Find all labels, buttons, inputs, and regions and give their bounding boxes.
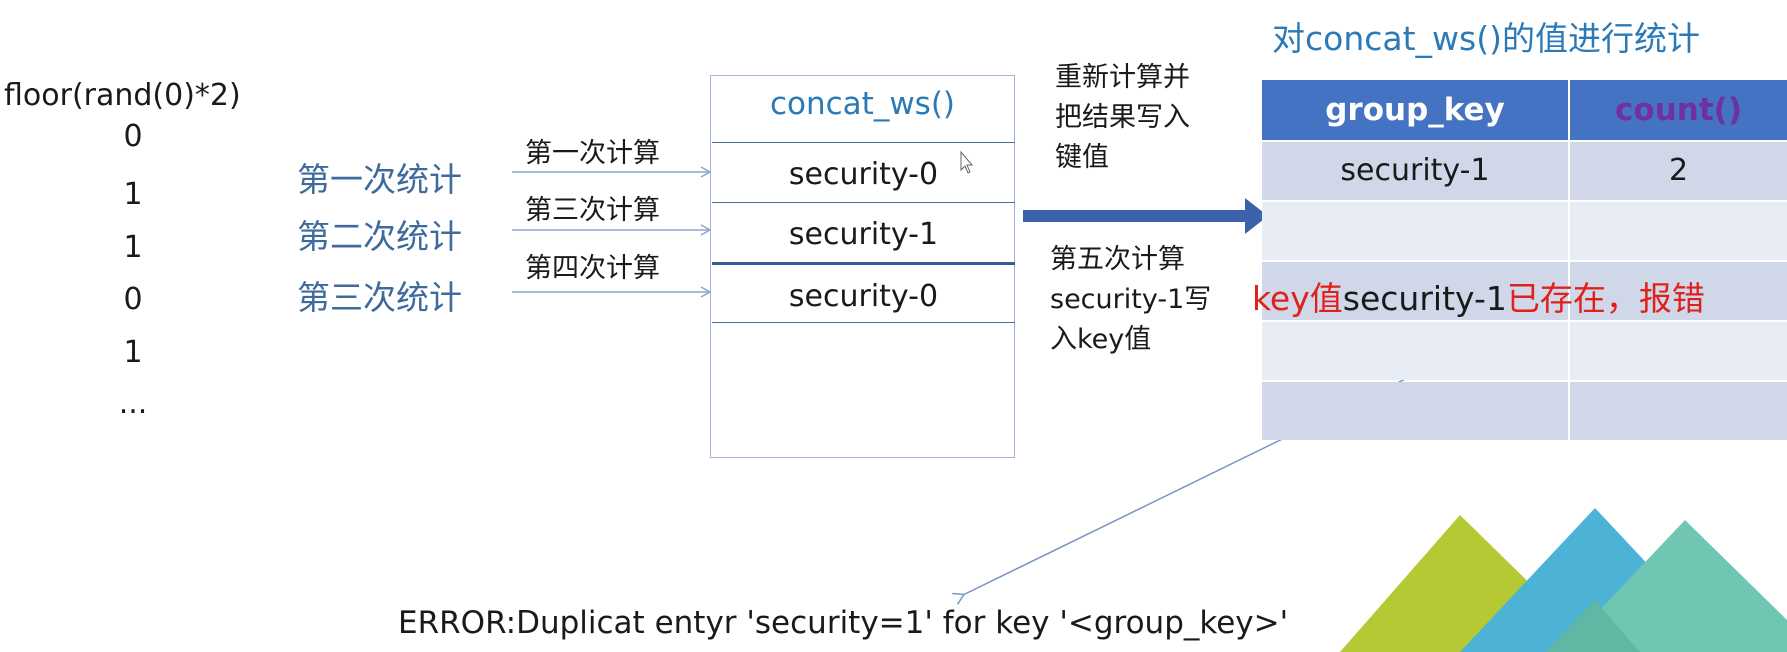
key-error-key: security-1: [1342, 279, 1507, 318]
concat-row-text: security-0: [788, 279, 939, 314]
key-exists-error: key值security-1已存在，报错: [1252, 272, 1705, 320]
table-cell: [1262, 202, 1568, 260]
recompute-note-line: 键值: [1055, 142, 1109, 173]
table-cell: [1570, 382, 1787, 440]
stat-label-first: 第一次统计: [297, 160, 462, 199]
floor-rand-title: floor(rand(0)*2): [4, 78, 241, 113]
fifth-calc-note-line: 入key值: [1050, 324, 1152, 355]
stat-label-third: 第三次统计: [297, 278, 462, 317]
concat-row: security-0: [712, 262, 1015, 322]
recompute-note: 重新计算并 把结果写入 键值: [1055, 58, 1190, 178]
sequence-value: 0: [123, 282, 143, 317]
sequence-value: 0: [123, 119, 143, 154]
sequence-value: 1: [123, 335, 143, 370]
sequence-value: 1: [123, 177, 143, 212]
concat-row-text: security-0: [788, 157, 939, 192]
stat-label-second: 第二次统计: [297, 217, 462, 256]
concat-ws-box: [710, 75, 1015, 458]
table-cell: [1570, 262, 1787, 320]
calc-label-third: 第三次计算: [525, 195, 660, 226]
decorative-triangles: [1340, 508, 1787, 652]
table-cell-key: security-1: [1262, 142, 1568, 200]
concat-divider: [712, 322, 1015, 323]
calc-label-fourth: 第四次计算: [525, 253, 660, 284]
concat-row: security-1: [712, 202, 1015, 262]
table-title: 对concat_ws()的值进行统计: [1272, 19, 1700, 58]
concat-ws-title: concat_ws(): [769, 86, 956, 122]
recompute-note-line: 把结果写入: [1055, 102, 1190, 133]
sequence-value: ...: [118, 386, 148, 421]
table-cell-count: 2: [1570, 142, 1787, 200]
table-cell: [1570, 202, 1787, 260]
key-error-prefix: key值: [1252, 279, 1343, 318]
header-group-key: group_key: [1262, 80, 1568, 140]
fifth-calc-note-line: 第五次计算: [1050, 244, 1185, 275]
sequence-value: 1: [123, 230, 143, 265]
duplicate-entry-error: ERROR:Duplicat entyr 'security=1' for ke…: [398, 605, 1289, 641]
header-count: count(): [1570, 80, 1787, 140]
concat-row: security-0: [712, 142, 1015, 202]
table-cell: [1262, 262, 1568, 320]
fifth-calc-note: 第五次计算 security-1写 入key值: [1050, 240, 1211, 360]
cursor-icon: [960, 150, 974, 174]
calc-label-first: 第一次计算: [525, 138, 660, 169]
table-cell: [1570, 322, 1787, 380]
table-cell: [1262, 322, 1568, 380]
table-cell: [1262, 382, 1568, 440]
recompute-note-line: 重新计算并: [1055, 62, 1190, 93]
fifth-calc-note-line: security-1写: [1050, 284, 1212, 315]
concat-row-text: security-1: [788, 217, 939, 252]
key-error-suffix: 已存在，报错: [1506, 279, 1705, 318]
big-arrow: [1023, 198, 1268, 234]
